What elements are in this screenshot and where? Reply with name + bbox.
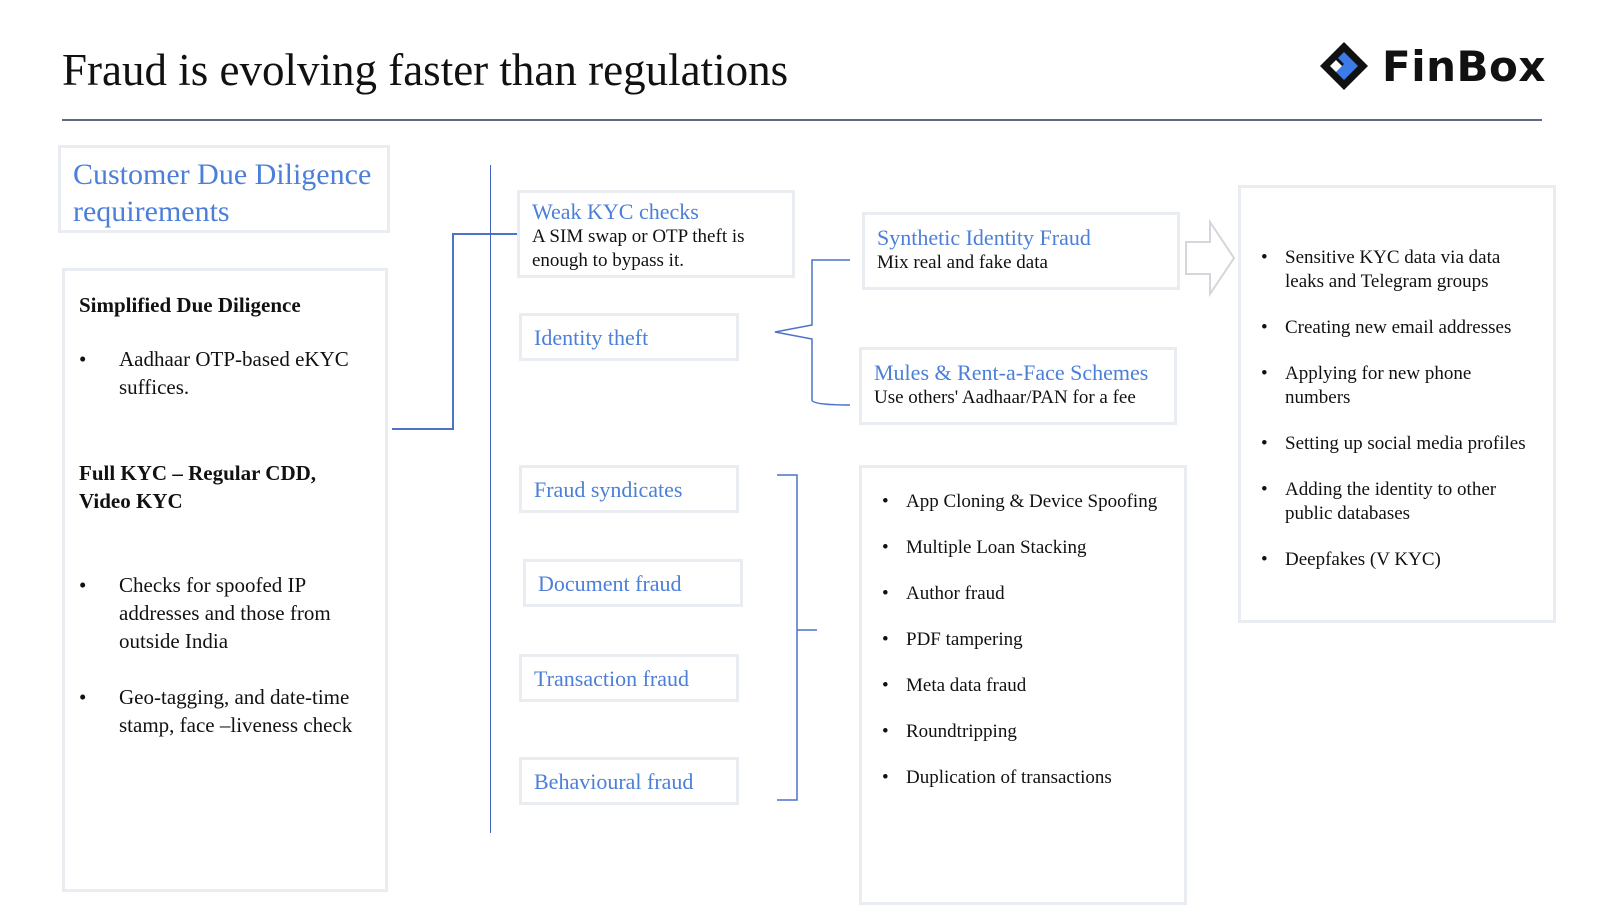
cdd-requirements-panel: Simplified Due Diligence Aadhaar OTP-bas… bbox=[62, 268, 388, 892]
fraud-syndicates-box: Fraud syndicates bbox=[519, 465, 739, 513]
finbox-logo: FinBox bbox=[1318, 38, 1546, 94]
header-divider bbox=[62, 119, 1542, 121]
synthetic-step: Creating new email addresses bbox=[1255, 316, 1539, 340]
fraud-example: Author fraud bbox=[876, 582, 1170, 606]
document-fraud-box: Document fraud bbox=[523, 559, 743, 607]
full-kyc-heading: Full KYC – Regular CDD, Video KYC bbox=[79, 461, 317, 513]
identity-theft-box: Identity theft bbox=[519, 313, 739, 361]
synthetic-step: Adding the identity to other public data… bbox=[1255, 478, 1539, 526]
fraud-example: Multiple Loan Stacking bbox=[876, 536, 1170, 560]
synthetic-step: Setting up social media profiles bbox=[1255, 432, 1539, 456]
connector-line bbox=[452, 233, 454, 430]
right-arrow-icon bbox=[1185, 218, 1236, 298]
fraud-example: Duplication of transactions bbox=[876, 766, 1170, 790]
simplified-heading: Simplified Due Diligence bbox=[79, 293, 301, 317]
slide-title: Fraud is evolving faster than regulation… bbox=[62, 45, 789, 95]
weak-kyc-desc: A SIM swap or OTP theft is enough to byp… bbox=[532, 226, 745, 271]
connector-line bbox=[392, 428, 454, 430]
transaction-fraud-box: Transaction fraud bbox=[519, 654, 739, 702]
cdd-title: Customer Due Diligence requirements bbox=[73, 158, 372, 228]
synthetic-label: Synthetic Identity Fraud bbox=[877, 225, 1091, 250]
synthetic-step: Sensitive KYC data via data leaks and Te… bbox=[1255, 246, 1539, 294]
synthetic-steps-panel: Sensitive KYC data via data leaks and Te… bbox=[1238, 185, 1556, 623]
fraud-examples-brace bbox=[777, 474, 817, 801]
brand-name: FinBox bbox=[1382, 41, 1546, 91]
connector-line bbox=[452, 233, 517, 235]
synthetic-step: Applying for new phone numbers bbox=[1255, 362, 1539, 410]
document-fraud-label: Document fraud bbox=[538, 571, 682, 596]
fraud-example: PDF tampering bbox=[876, 628, 1170, 652]
mules-label: Mules & Rent-a-Face Schemes bbox=[874, 360, 1149, 385]
weak-kyc-box: Weak KYC checks A SIM swap or OTP theft … bbox=[517, 190, 795, 278]
finbox-logo-icon bbox=[1320, 42, 1368, 90]
mules-desc: Use others' Aadhaar/PAN for a fee bbox=[874, 387, 1136, 408]
fraud-syndicates-label: Fraud syndicates bbox=[534, 477, 683, 502]
cdd-title-box: Customer Due Diligence requirements bbox=[58, 145, 390, 233]
transaction-fraud-label: Transaction fraud bbox=[534, 666, 689, 691]
synthetic-step: Deepfakes (V KYC) bbox=[1255, 548, 1539, 572]
full-kyc-bullet: Geo-tagging, and date-time stamp, face –… bbox=[79, 683, 371, 739]
synthetic-identity-box: Synthetic Identity Fraud Mix real and fa… bbox=[862, 212, 1180, 290]
connector-spine bbox=[490, 165, 491, 833]
fraud-example: Meta data fraud bbox=[876, 674, 1170, 698]
simplified-bullet: Aadhaar OTP-based eKYC suffices. bbox=[79, 345, 371, 401]
fraud-examples-panel: App Cloning & Device Spoofing Multiple L… bbox=[859, 465, 1187, 905]
identity-brace bbox=[774, 259, 850, 406]
behavioural-fraud-box: Behavioural fraud bbox=[519, 757, 739, 805]
mules-box: Mules & Rent-a-Face Schemes Use others' … bbox=[859, 347, 1177, 425]
weak-kyc-label: Weak KYC checks bbox=[532, 199, 699, 224]
fraud-example: App Cloning & Device Spoofing bbox=[876, 490, 1170, 514]
full-kyc-bullet: Checks for spoofed IP addresses and thos… bbox=[79, 571, 371, 655]
fraud-example: Roundtripping bbox=[876, 720, 1170, 744]
synthetic-desc: Mix real and fake data bbox=[877, 252, 1048, 273]
identity-theft-label: Identity theft bbox=[534, 325, 649, 350]
behavioural-fraud-label: Behavioural fraud bbox=[534, 769, 694, 794]
